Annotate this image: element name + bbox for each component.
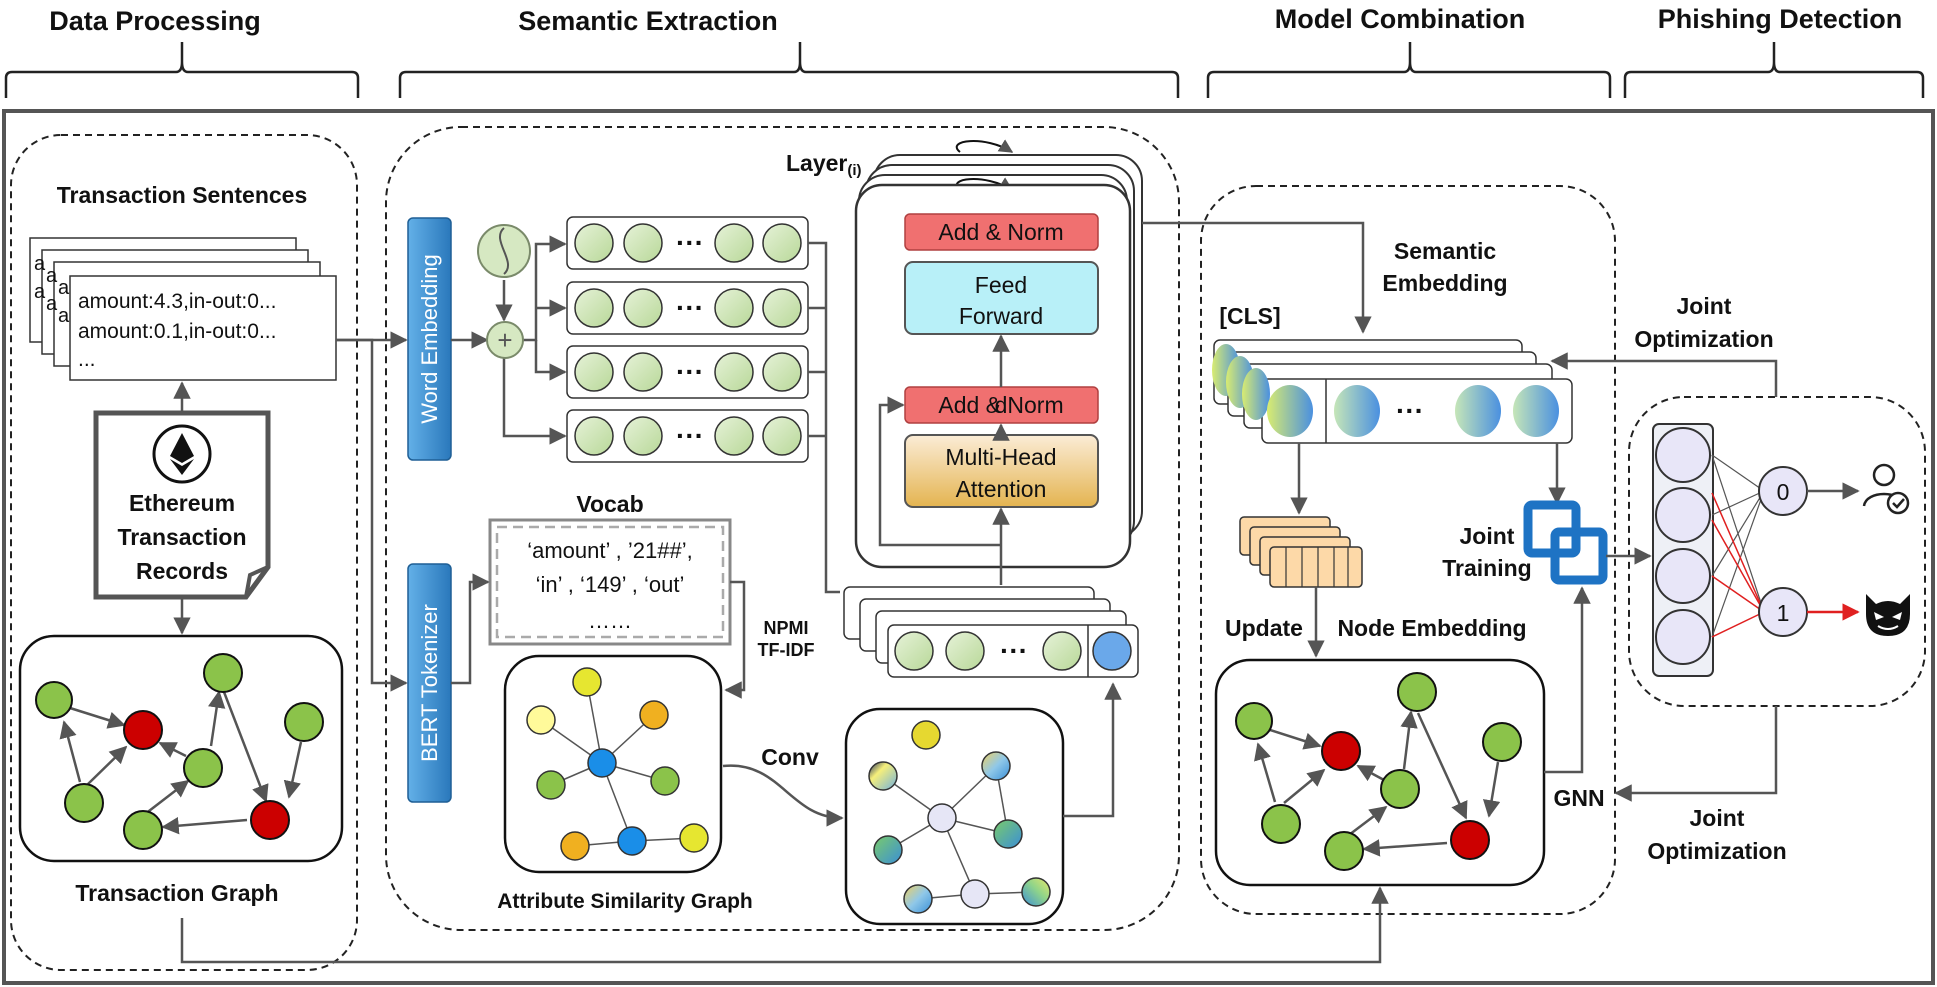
data-processing-panel [10, 134, 358, 971]
svg-text:···: ··· [1000, 635, 1028, 666]
add-norm-top [904, 213, 1099, 251]
embedding-row: ··· [566, 216, 809, 270]
records-line: Transaction [117, 524, 246, 550]
svg-text:a: a [34, 281, 46, 303]
feed-forward-block [904, 261, 1099, 335]
svg-text:Multi-Head: Multi-Head [945, 444, 1056, 470]
token-embedding-stack: ··· [843, 586, 1139, 678]
sentence-stack: aaa aaa amount:4.3,in-out:0... amount:0.… [29, 237, 337, 381]
svg-text:‘in’ , ‘149’ , ‘out’: ‘in’ , ‘149’ , ‘out’ [536, 572, 685, 597]
records-line: Records [136, 558, 228, 584]
stage-title-data-processing: Data Processing [49, 6, 261, 36]
document-icon [93, 410, 271, 600]
svg-text:a: a [58, 277, 70, 299]
ethereum-records-document: Ethereum Transaction Records [93, 410, 271, 600]
joint-optimization-bottom: Optimization [1647, 838, 1786, 864]
svg-text:……: …… [588, 608, 632, 633]
joint-training-line: Joint [1460, 523, 1515, 549]
joint-training-icon [1523, 500, 1608, 585]
brace-model-combination [1206, 42, 1612, 98]
svg-text:···: ··· [1396, 395, 1424, 426]
semantic-extraction-panel [385, 126, 1180, 931]
svg-text:···: ··· [676, 292, 704, 323]
cls-label: [CLS] [1219, 303, 1280, 329]
svg-text:a: a [34, 253, 46, 275]
svg-text:Add & Norm: Add & Norm [938, 392, 1063, 418]
gnn-label: GNN [1553, 785, 1604, 811]
svg-text:a: a [58, 305, 70, 327]
output-phishing: 1 [1777, 600, 1790, 626]
sentence-line: amount:0.1,in-out:0... [78, 320, 276, 343]
brace-semantic-extraction [398, 42, 1180, 98]
svg-text:···: ··· [676, 420, 704, 451]
joint-training-line: Training [1442, 555, 1531, 581]
add-icon [486, 321, 524, 359]
update-label: Update [1225, 615, 1303, 641]
tfidf-label: TF-IDF [758, 640, 815, 660]
node-embedding-graph [1214, 658, 1546, 887]
conv-label: Conv [761, 744, 819, 770]
joint-optimization-top: Optimization [1634, 326, 1773, 352]
svg-text:Add & Norm: Add & Norm [938, 219, 1063, 245]
joint-optimization-top: Joint [1677, 293, 1732, 319]
output-normal: 0 [1777, 479, 1790, 505]
attribute-graph-title: Attribute Similarity Graph [497, 890, 753, 913]
semantic-embedding-line: Embedding [1382, 270, 1507, 296]
cls-embedding-stack: ··· [1212, 339, 1573, 444]
svg-text:Forward: Forward [959, 303, 1043, 329]
embedding-row: ··· [566, 409, 809, 463]
embedding-rows: ··· ··· ··· ··· [566, 216, 809, 463]
model-combination-panel [1200, 185, 1616, 915]
svg-text:···: ··· [676, 356, 704, 387]
malicious-face-icon [1866, 594, 1910, 636]
transaction-graph-title: Transaction Graph [75, 880, 278, 906]
svg-text:a: a [46, 265, 58, 287]
records-line: Ethereum [129, 490, 235, 516]
verified-user-icon [1862, 463, 1910, 515]
vocab-title: Vocab [576, 491, 643, 517]
transaction-sentences-title: Transaction Sentences [57, 182, 308, 208]
stage-title-phishing-detection: Phishing Detection [1658, 4, 1903, 34]
attribute-similarity-graph [503, 654, 723, 874]
node-embedding-label: Node Embedding [1337, 615, 1526, 641]
embedding-row: ··· [566, 281, 809, 335]
svg-text:···: ··· [676, 227, 704, 258]
svg-text:a: a [46, 293, 58, 315]
svg-text:‘amount’ , ’21##’,: ‘amount’ , ’21##’, [527, 538, 693, 563]
stage-title-model-combination: Model Combination [1275, 4, 1525, 34]
embedding-row: ··· [566, 345, 809, 399]
svg-text:+: + [497, 325, 512, 355]
brace-phishing-detection [1623, 42, 1925, 98]
classifier-network: 0 1 [1652, 423, 1808, 677]
gnn-feature-stack [1239, 516, 1363, 588]
word-embedding-label: Word Embedding [417, 254, 442, 424]
sentence-line: ... [78, 348, 96, 371]
bert-tokenizer-label: BERT Tokenizer [417, 604, 442, 762]
stage-headers: Data Processing Semantic Extraction Mode… [4, 4, 1925, 98]
transaction-graph [18, 634, 344, 863]
semantic-embedding-line: Semantic [1394, 238, 1496, 264]
conv-graph [844, 707, 1065, 926]
npmi-label: NPMI [764, 618, 809, 638]
svg-text:Feed: Feed [975, 272, 1027, 298]
stage-title-semantic-extraction: Semantic Extraction [518, 6, 778, 36]
svg-text:d: d [995, 392, 1008, 418]
vocab-box: ‘amount’ , ’21##’, ‘in’ , ‘149’ , ‘out’ … [488, 518, 732, 646]
brace-data-processing [4, 42, 360, 98]
outer-frame [2, 109, 1935, 985]
svg-text:Attention: Attention [956, 476, 1047, 502]
layer-label: Layer(i) [786, 150, 862, 179]
sentence-line: amount:4.3,in-out:0... [78, 290, 276, 313]
joint-optimization-bottom: Joint [1690, 805, 1745, 831]
